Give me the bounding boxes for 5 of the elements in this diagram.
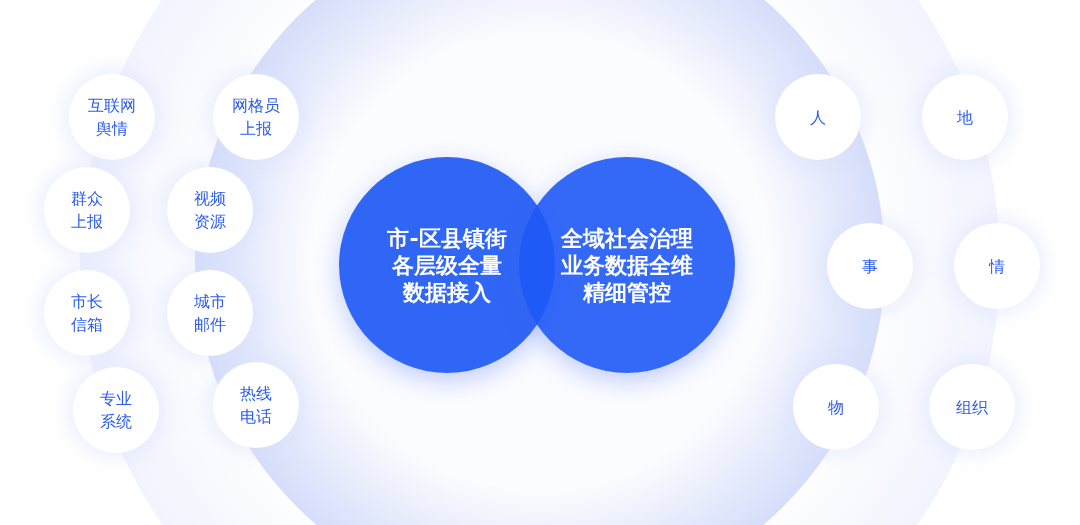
item-circle: 群众上报 (44, 167, 130, 253)
item-circle: 互联网舆情 (69, 74, 155, 160)
item-circle: 专业系统 (73, 367, 159, 453)
item-circle: 情 (954, 223, 1040, 309)
item-circle: 市长信箱 (44, 270, 130, 356)
